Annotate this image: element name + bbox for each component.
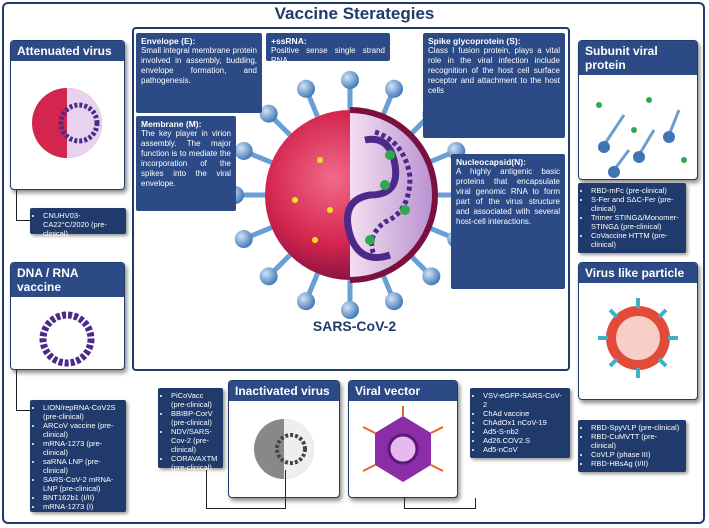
panel-subunit-viral-protein: Subunit viral protein xyxy=(578,40,698,180)
list-item: PiCoVacc (pre-clinical) xyxy=(171,391,218,409)
spike-head xyxy=(296,79,315,98)
annotation-membrane: Membrane (M): The key player in virion a… xyxy=(136,116,236,211)
spike-head xyxy=(422,267,441,286)
list-item: BBIBP-CorV (pre-clinical) xyxy=(171,409,218,427)
connector-line xyxy=(206,470,286,509)
list-item: CORAVAXTM (pre-clinical) xyxy=(171,454,218,472)
viral-vector-icon xyxy=(362,406,444,482)
spike-head xyxy=(385,292,404,311)
annotation-nucleocapsid: Nucleocapsid(N): A highly antigenic basi… xyxy=(451,154,565,289)
spike-head xyxy=(259,267,278,286)
panel-title: Subunit viral protein xyxy=(579,41,697,75)
page-title: Vaccine Sterategies xyxy=(274,4,435,23)
panel-title: DNA / RNA vaccine xyxy=(11,263,124,297)
list-dna-rna-vaccine: LION/repRNA-CoV2S (pre-clinical) ARCoV v… xyxy=(30,400,126,512)
list-item: saRNA LNP (pre-clinical) xyxy=(43,457,121,475)
list-item: S-Fer and SΔC-Fer (pre-clinical) xyxy=(591,195,681,213)
list-virus-like-particle: RBD-SpyVLP (pre-clinical) RBD-CuMVTT (pr… xyxy=(578,420,686,472)
spike-head xyxy=(341,301,359,319)
list-item: CoVaccine HTTM (pre-clinical) xyxy=(591,231,681,249)
connector-line xyxy=(404,498,476,509)
annotation-ssrna: +ssRNA: Positive sense single strand RNA xyxy=(266,33,390,65)
list-item: RBD-mFc (pre-clinical) xyxy=(591,186,681,195)
annotation-text: The key player in virion assembly. The m… xyxy=(141,129,231,188)
attenuated-virus-icon xyxy=(32,88,102,158)
annotation-heading: +ssRNA: xyxy=(271,36,307,46)
panel-title: Attenuated virus xyxy=(11,41,124,61)
subunit-protein-icon xyxy=(596,97,687,178)
panel-title: Inactivated virus xyxy=(229,381,339,401)
list-item: SARS-CoV-2 mRNA-LNP (pre-clinical) xyxy=(43,475,121,493)
panel-title: Viral vector xyxy=(349,381,457,401)
list-item: Ad5-nCoV xyxy=(483,445,565,454)
spike-head xyxy=(234,230,253,249)
list-item: Sinovac (I/II) xyxy=(171,472,218,481)
list-item: ARCoV vaccine (pre-clinical) xyxy=(43,421,121,439)
list-item: CNUHV03-CA22°C/2020 (pre-clinical) xyxy=(43,211,121,238)
rna-icon xyxy=(39,311,95,367)
list-item: Ad26.COV2.S xyxy=(483,436,565,445)
list-item: RBD-HBsAg (I/II) xyxy=(591,459,681,468)
annotation-envelope: Envelope (E): Small integral membrane pr… xyxy=(136,33,262,113)
list-item: mRNA-1273 (I) xyxy=(43,502,121,511)
center-label: SARS-CoV-2 xyxy=(312,318,397,334)
connector-line xyxy=(16,190,31,221)
annotation-text: Small integral membrane protein involved… xyxy=(141,46,257,85)
list-item: ChAd vaccine xyxy=(483,409,565,418)
list-viral-vector: VSV-eGFP-SARS-CoV-2 ChAd vaccine ChAdOx1… xyxy=(470,388,570,458)
list-item: ChAdOx1 nCoV-19 xyxy=(483,418,565,427)
list-item: NDV/SARS-Cov-2 (pre-clinical) xyxy=(171,427,218,454)
list-item: Ad5-S-nb2 xyxy=(483,427,565,436)
panel-inactivated-virus: Inactivated virus xyxy=(228,380,340,498)
annotation-heading: Envelope (E): xyxy=(141,36,196,46)
list-inactivated-virus: PiCoVacc (pre-clinical) BBIBP-CorV (pre-… xyxy=(158,388,223,481)
connector-line xyxy=(16,370,31,411)
list-item: Trimer STINGΔ/Monomer-STINGΔ (pre-clinic… xyxy=(591,213,681,231)
annotation-text: A highly antigenic basic proteins that e… xyxy=(456,167,560,226)
list-item: CoVLP (phase III) xyxy=(591,450,681,459)
annotation-text: Positive sense single strand RNA xyxy=(271,46,385,65)
spike-head xyxy=(234,141,253,160)
spike-head xyxy=(385,79,404,98)
annotation-heading: Spike glycoprotein (S): xyxy=(428,36,521,46)
spike-head xyxy=(296,292,315,311)
list-attenuated-virus: CNUHV03-CA22°C/2020 (pre-clinical) xyxy=(30,208,126,238)
panel-title: Virus like particle xyxy=(579,263,697,283)
annotation-spike: Spike glycoprotein (S): Class I fusion p… xyxy=(423,33,565,138)
list-item: RBD-SpyVLP (pre-clinical) xyxy=(591,423,681,432)
panel-attenuated-virus: Attenuated virus xyxy=(10,40,125,190)
list-item: LION/repRNA-CoV2S (pre-clinical) xyxy=(43,403,121,421)
annotation-heading: Nucleocapsid(N): xyxy=(456,157,526,167)
panel-viral-vector: Viral vector xyxy=(348,380,458,498)
list-item: VSV-eGFP-SARS-CoV-2 xyxy=(483,391,565,409)
panel-dna-rna-vaccine: DNA / RNA vaccine xyxy=(10,262,125,370)
inactivated-virus-icon xyxy=(254,419,314,479)
annotation-heading: Membrane (M): xyxy=(141,119,202,129)
list-item: BNT162b1 (I/II) xyxy=(43,493,121,502)
vlp-icon xyxy=(598,298,678,378)
annotation-text: Class I fusion protein, plays a vital ro… xyxy=(428,46,560,95)
panel-virus-like-particle: Virus like particle xyxy=(578,262,698,400)
spike-head xyxy=(341,71,359,89)
spike-head xyxy=(259,104,278,123)
list-item: RBD-CuMVTT (pre-clinical) xyxy=(591,432,681,450)
list-item: mRNA-1273 (pre-clinical) xyxy=(43,439,121,457)
list-subunit-viral-protein: RBD-mFc (pre-clinical) S-Fer and SΔC-Fer… xyxy=(578,183,686,253)
